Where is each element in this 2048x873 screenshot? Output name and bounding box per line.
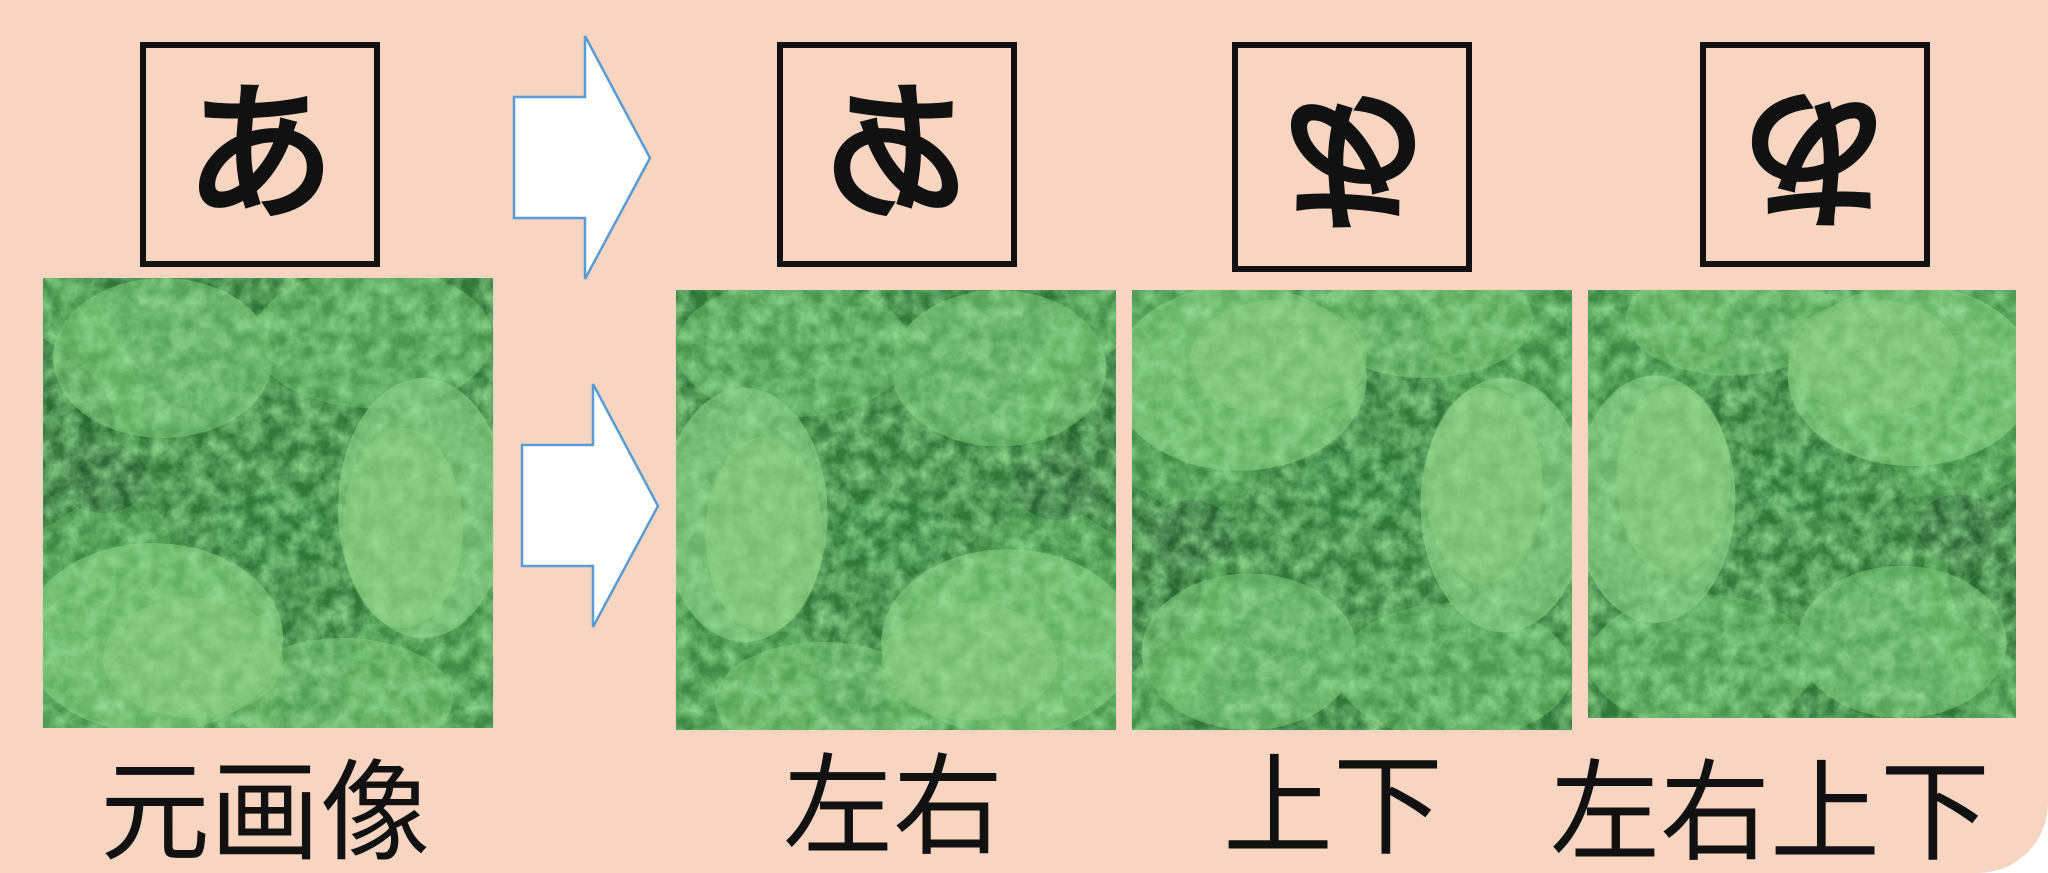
caption-original: 元画像 xyxy=(100,749,430,873)
glyph-box-original: あ xyxy=(140,42,380,267)
caption-vertical: 上下 xyxy=(1223,743,1443,871)
image-vertical-flip xyxy=(1132,290,1572,730)
caption-horizontal: 左右 xyxy=(783,743,1003,871)
glyph-box-horizontal: あ xyxy=(777,42,1017,267)
image-horizontal-flip xyxy=(676,290,1116,730)
glyph-both: あ xyxy=(1739,67,1890,242)
glyph-vertical: あ xyxy=(1276,70,1427,244)
image-both-flip xyxy=(1588,290,2016,718)
right-arrow-icon xyxy=(512,35,652,280)
glyph-box-vertical: あ xyxy=(1232,42,1472,272)
right-arrow-icon xyxy=(520,383,660,628)
caption-both: 左右上下 xyxy=(1550,749,1990,873)
image-original xyxy=(43,278,493,728)
glyph-horizontal: あ xyxy=(821,67,972,242)
glyph-box-both: あ xyxy=(1700,42,1930,267)
glyph-original: あ xyxy=(184,67,335,242)
